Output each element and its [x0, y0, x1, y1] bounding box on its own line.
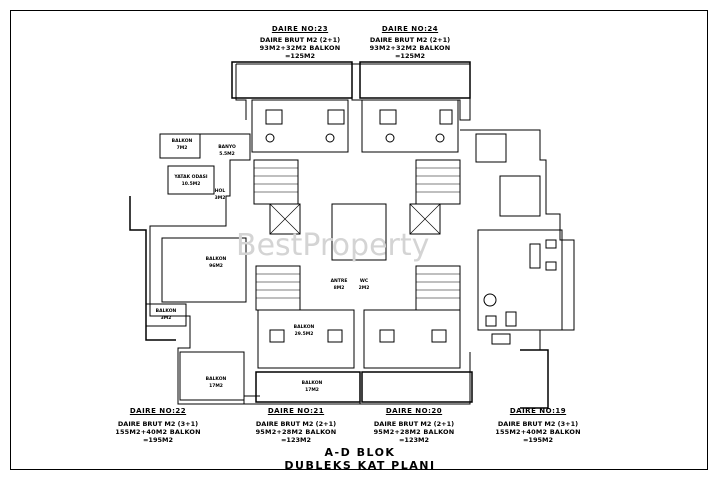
right-bath	[475, 133, 507, 163]
room-balkon-mid-area: 29.5M2	[294, 332, 314, 337]
room-balkon-corner-area: 3M2	[160, 316, 172, 321]
unit-23-calc: 93M2+32M2 BALKON	[259, 44, 341, 52]
room-balkon-left: BALKON	[205, 257, 227, 262]
room-balkon-low-area: 17M2	[305, 388, 319, 393]
unit-19-area: DAIRE BRUT M2 (3+1)	[497, 420, 579, 428]
left-balcony-large	[161, 237, 247, 303]
room-banyo-area: 5.5M2	[219, 152, 235, 157]
unit-24-area: DAIRE BRUT M2 (2+1)	[369, 36, 451, 44]
upper-balcony-right	[359, 61, 471, 99]
room-yatak-area: 10.5M2	[181, 182, 201, 187]
room-balkon-low: BALKON	[301, 381, 323, 386]
right-living	[477, 229, 563, 331]
right-kitchen	[499, 175, 541, 217]
unit-21-living	[257, 309, 355, 369]
unit-24-calc: 93M2+32M2 BALKON	[369, 44, 451, 52]
lower-balcony-left	[255, 371, 361, 403]
stair-right	[415, 159, 461, 205]
unit-20-living	[363, 309, 461, 369]
room-wc-area: 2M2	[358, 286, 370, 291]
room-antre-area: 8M2	[333, 286, 345, 291]
left-balcony-small	[159, 133, 201, 159]
unit-19-total: =195M2	[522, 436, 553, 444]
lower-block-outline	[243, 352, 471, 405]
unit-19-calc: 155M2+40M2 BALKON	[495, 428, 581, 436]
room-antre: ANTRE	[330, 279, 348, 284]
lower-balcony-right	[361, 371, 473, 403]
unit-22-total: =195M2	[142, 436, 173, 444]
left-lower-balcony	[179, 351, 245, 401]
room-hol-area: 3M2	[214, 196, 226, 201]
unit-23-living	[251, 99, 349, 153]
room-yatak: YATAK ODASI	[174, 175, 208, 180]
right-wing-outline	[460, 129, 575, 351]
watermark: BestProperty	[236, 228, 430, 263]
unit-24-living	[361, 99, 459, 153]
unit-24-total: =125M2	[394, 52, 425, 60]
left-wing-outline	[149, 133, 260, 405]
upper-balcony-left	[231, 61, 353, 99]
left-bedroom	[167, 165, 215, 195]
unit-22-number: DAIRE NO:22	[129, 407, 187, 415]
elevator-left	[269, 203, 301, 235]
room-hol: HOL	[214, 189, 226, 194]
unit-20-number: DAIRE NO:20	[385, 407, 443, 415]
left-corner-balcony	[145, 303, 187, 327]
stair-low-left	[255, 265, 301, 311]
stair-left	[253, 159, 299, 205]
room-wc-label: WC	[359, 279, 369, 284]
unit-21-calc: 95M2+28M2 BALKON	[255, 428, 337, 436]
plan-subtitle: DUBLEKS KAT PLANI	[284, 459, 436, 472]
core-hall	[331, 203, 387, 261]
unit-21-total: =123M2	[280, 436, 311, 444]
room-balkon-left-low-area: 17M2	[209, 384, 223, 389]
unit-21-area: DAIRE BRUT M2 (2+1)	[255, 420, 337, 428]
room-banyo: BANYO	[218, 145, 236, 150]
unit-20-total: =123M2	[398, 436, 429, 444]
room-balkon-small: BALKON	[171, 139, 193, 144]
drawing-frame	[10, 10, 708, 470]
room-balkon-left-low: BALKON	[205, 377, 227, 382]
unit-22-area: DAIRE BRUT M2 (3+1)	[117, 420, 199, 428]
unit-20-calc: 95M2+28M2 BALKON	[373, 428, 455, 436]
elevator-right	[409, 203, 441, 235]
room-balkon-small-area: 7M2	[176, 146, 188, 151]
unit-21-number: DAIRE NO:21	[267, 407, 325, 415]
unit-22-calc: 155M2+40M2 BALKON	[115, 428, 201, 436]
unit-23-area: DAIRE BRUT M2 (2+1)	[259, 36, 341, 44]
right-outer-wall	[520, 349, 549, 409]
upper-block-outline	[235, 63, 471, 121]
plan-title: A-D BLOK	[324, 446, 396, 459]
room-balkon-left-area: 96M2	[209, 264, 223, 269]
unit-20-area: DAIRE BRUT M2 (2+1)	[373, 420, 455, 428]
unit-23-number: DAIRE NO:23	[271, 25, 329, 33]
room-balkon-corner: BALKON	[155, 309, 177, 314]
unit-19-number: DAIRE NO:19	[509, 407, 567, 415]
room-balkon-mid: BALKON	[293, 325, 315, 330]
unit-24-number: DAIRE NO:24	[381, 25, 439, 33]
stair-low-right	[415, 265, 461, 311]
left-outer-wall	[129, 196, 176, 341]
unit-23-total: =125M2	[284, 52, 315, 60]
